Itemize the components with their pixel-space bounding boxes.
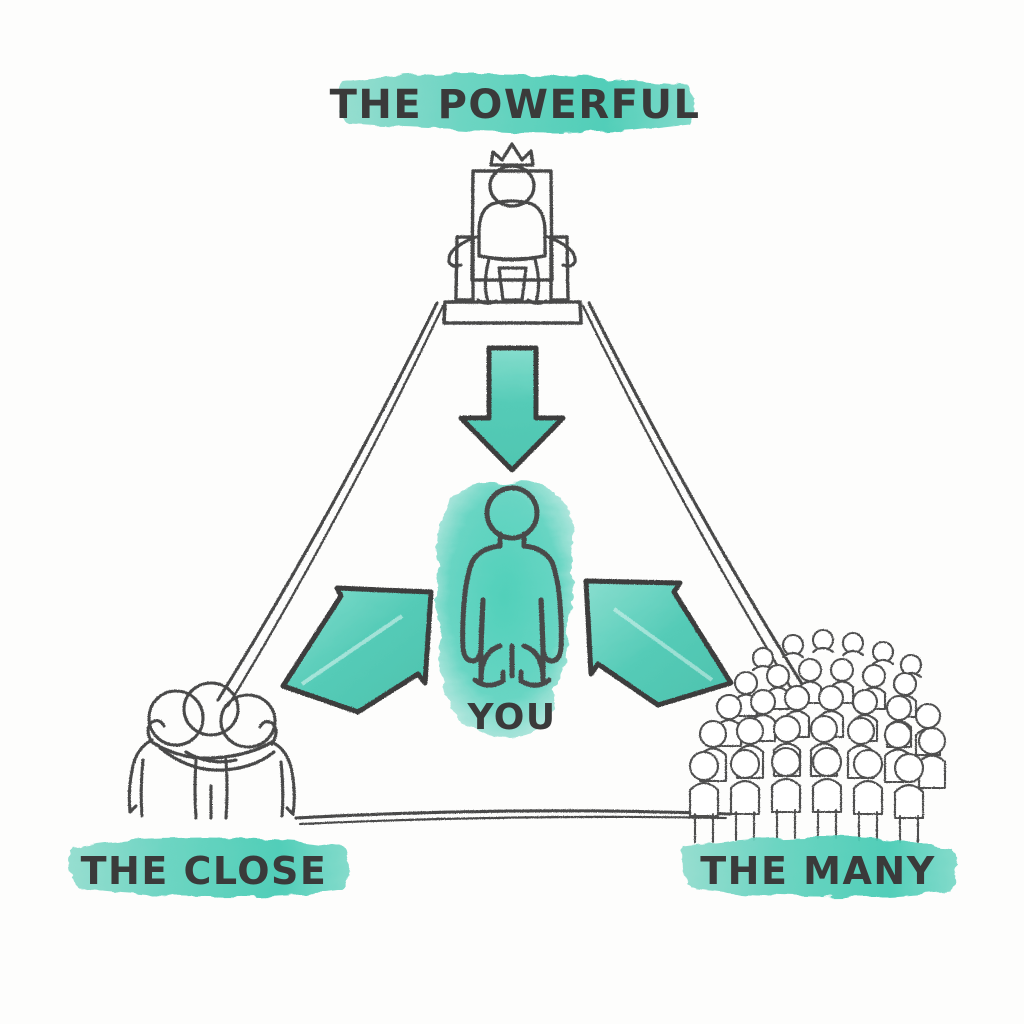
king-on-throne-icon — [442, 142, 583, 325]
triangle-side-left — [216, 301, 439, 702]
label-the-powerful-text: THE POWERFUL — [330, 82, 701, 128]
highlight-band-many — [681, 837, 957, 898]
label-the-many: THE MANY — [681, 837, 957, 898]
highlight-band-close — [69, 837, 349, 898]
crowd-icon — [688, 628, 947, 844]
crowd-row-4 — [733, 657, 918, 719]
crowd-row-back — [751, 628, 923, 679]
up-left-arrow-icon — [583, 578, 734, 708]
up-right-arrow-icon — [280, 585, 434, 715]
label-the-many-text: THE MANY — [700, 849, 935, 893]
triangle-side-bottom-second — [298, 815, 728, 826]
label-the-close-text: THE CLOSE — [81, 849, 328, 893]
crowd-row-front — [688, 746, 925, 844]
you-highlight-blob — [435, 481, 574, 738]
label-you-text: YOU — [466, 697, 556, 738]
highlight-band-powerful — [339, 73, 695, 133]
label-the-close: THE CLOSE — [69, 837, 349, 898]
triangle-outline — [216, 301, 814, 826]
label-you: YOU — [466, 697, 556, 738]
triangle-side-left-second — [226, 304, 445, 708]
label-the-powerful: THE POWERFUL — [330, 73, 701, 133]
triangle-side-right — [587, 301, 814, 702]
down-arrow-icon — [458, 345, 566, 473]
group-hug-icon — [127, 681, 296, 820]
person-figure-icon — [460, 485, 564, 688]
triangle-side-bottom — [294, 809, 732, 820]
